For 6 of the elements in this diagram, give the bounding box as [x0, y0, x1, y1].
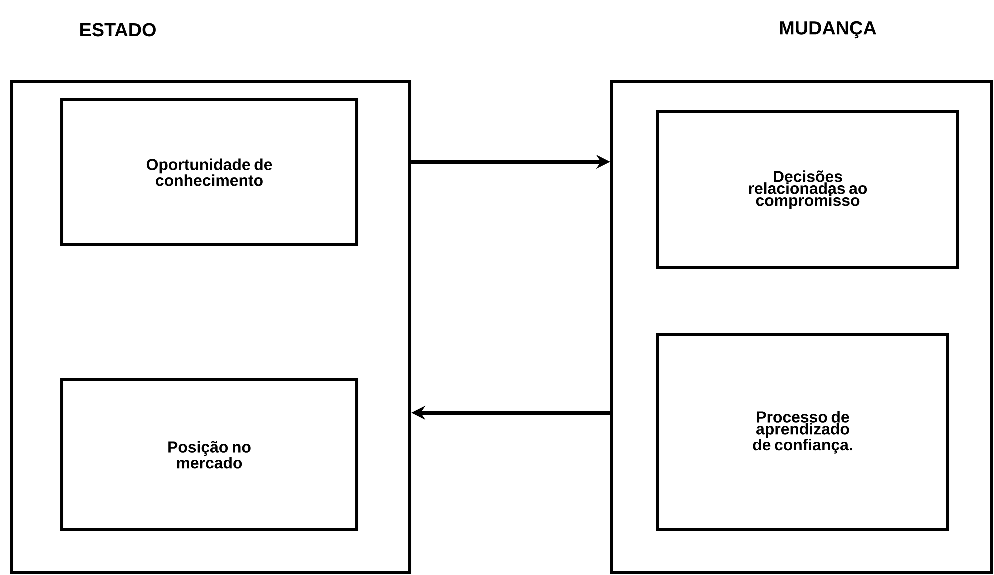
- text-box: Posição no mercado: [60, 378, 358, 532]
- text-box: Decisões relacionadas ao compromisso: [656, 110, 960, 270]
- heading: ESTADO: [80, 23, 156, 37]
- text-box: Processo de aprendizado de confiança.: [656, 334, 950, 532]
- text-box: Oportunidade de conhecimento: [60, 98, 358, 246]
- heading: MUDANÇA: [780, 21, 876, 39]
